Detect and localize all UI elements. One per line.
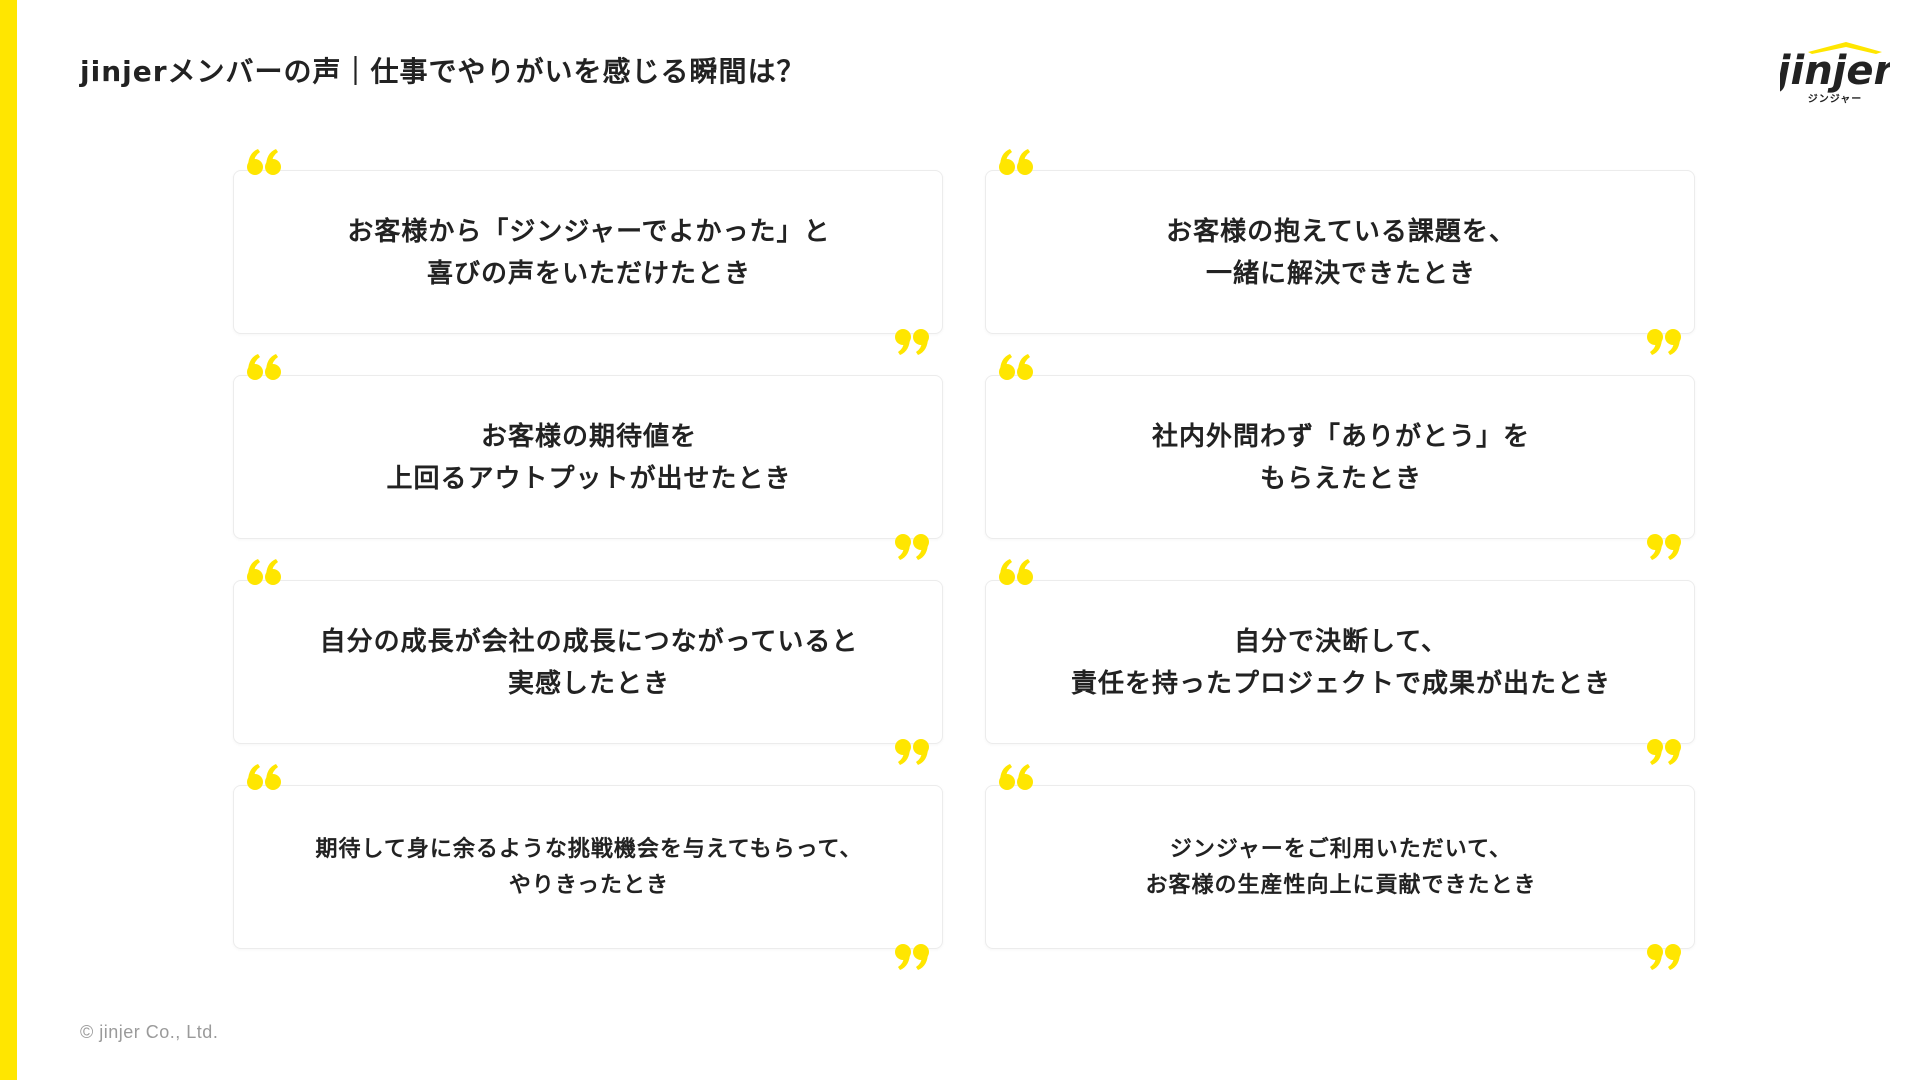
open-quote-icon (247, 149, 281, 175)
open-quote-icon (247, 559, 281, 585)
close-quote-icon (1647, 534, 1681, 560)
logo-wordmark: jinjer (1780, 48, 1890, 94)
close-quote-icon (895, 329, 929, 355)
page-title: jinjerメンバーの声｜仕事でやりがいを感じる瞬間は？ (80, 55, 806, 88)
quote-text: 自分の成長が会社の成長につながっていると 実感したとき (319, 627, 859, 699)
open-quote-icon (247, 354, 281, 380)
footer-copyright: © jinjer Co., Ltd. (80, 1022, 219, 1042)
quote-text: 自分で決断して、 責任を持ったプロジェクトで成果が出たとき (1070, 627, 1611, 699)
quote-card: ジンジャーをご利用いただいて、 お客様の生産性向上に貢献できたとき (985, 764, 1695, 970)
close-quote-icon (895, 944, 929, 970)
quote-card: 社内外問わず「ありがとう」を もらえたとき (985, 354, 1695, 560)
logo-roof-accent (1808, 42, 1882, 54)
quote-card: 自分で決断して、 責任を持ったプロジェクトで成果が出たとき (985, 559, 1695, 765)
accent-bar (0, 0, 17, 1080)
quote-card: 期待して身に余るような挑戦機会を与えてもらって、 やりきったとき (233, 764, 943, 970)
quote-text: お客様の抱えている課題を、 一緒に解決できたとき (1166, 217, 1516, 289)
jinjer-logo: jinjer ジンジャー (1780, 38, 1890, 108)
logo-subtitle: ジンジャー (1807, 94, 1863, 105)
quote-text: ジンジャーをご利用いただいて、 お客様の生産性向上に貢献できたとき (1145, 837, 1537, 898)
open-quote-icon (247, 764, 281, 790)
jinjer-logo-mark: jinjer (1780, 42, 1890, 94)
quote-card: 自分の成長が会社の成長につながっていると 実感したとき (233, 559, 943, 765)
close-quote-icon (1647, 739, 1681, 765)
close-quote-icon (1647, 944, 1681, 970)
open-quote-icon (999, 149, 1033, 175)
close-quote-icon (895, 739, 929, 765)
quote-card: お客様から「ジンジャーでよかった」と 喜びの声をいただけたとき (233, 149, 943, 355)
quote-card: お客様の期待値を 上回るアウトプットが出せたとき (233, 354, 943, 560)
open-quote-icon (999, 559, 1033, 585)
quote-text: お客様から「ジンジャーでよかった」と 喜びの声をいただけたとき (347, 217, 831, 289)
open-quote-icon (999, 354, 1033, 380)
open-quote-icon (999, 764, 1033, 790)
quotes-grid: お客様から「ジンジャーでよかった」と 喜びの声をいただけたとき お客様の抱えてい… (233, 149, 1697, 970)
close-quote-icon (895, 534, 929, 560)
quote-card: お客様の抱えている課題を、 一緒に解決できたとき (985, 149, 1695, 355)
close-quote-icon (1647, 329, 1681, 355)
quote-text: 期待して身に余るような挑戦機会を与えてもらって、 やりきったとき (315, 837, 863, 898)
quote-text: お客様の期待値を 上回るアウトプットが出せたとき (386, 422, 792, 494)
quote-text: 社内外問わず「ありがとう」を もらえたとき (1151, 422, 1530, 494)
